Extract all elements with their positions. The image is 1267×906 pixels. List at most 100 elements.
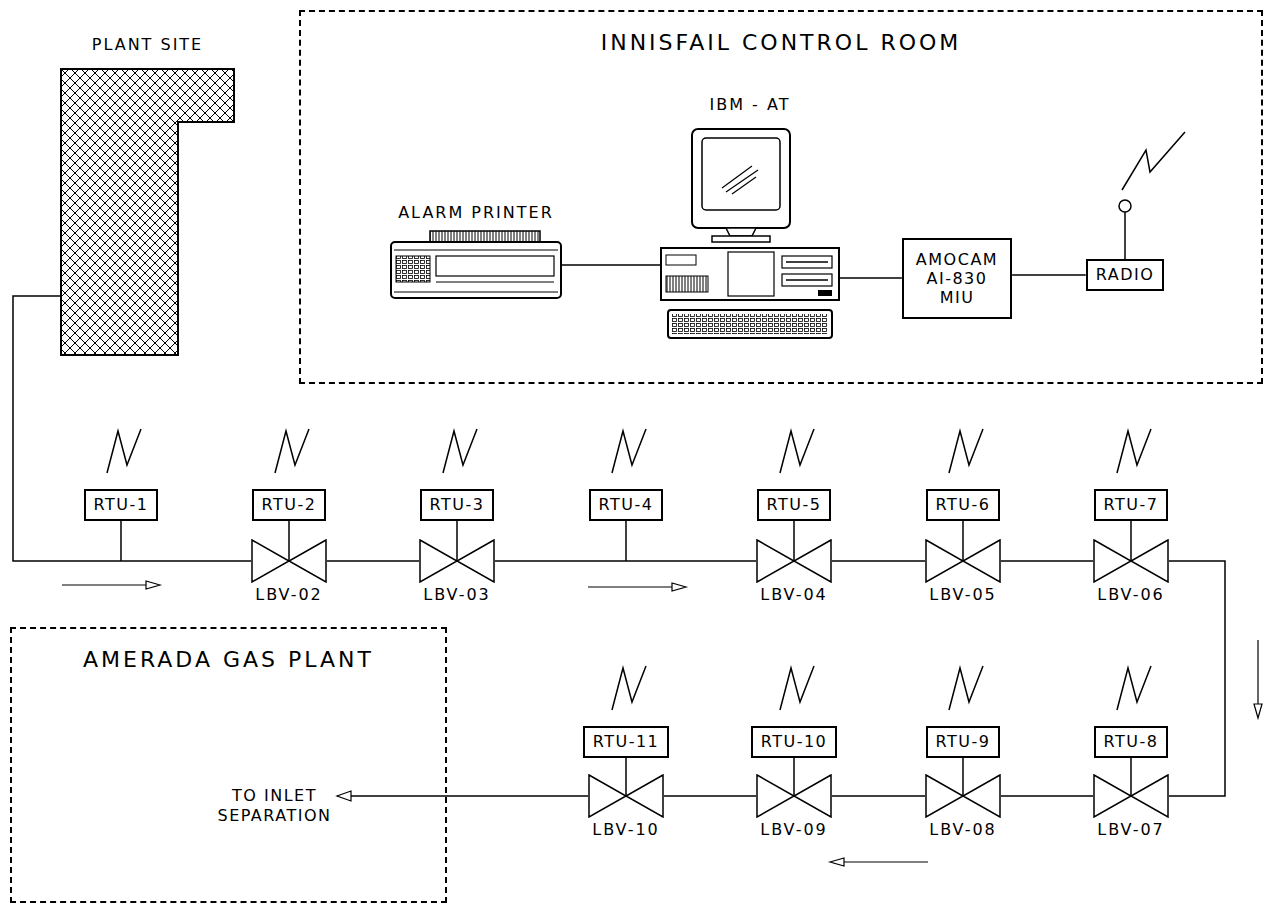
node-label: AMERADA GAS PLANT [12, 647, 445, 673]
pipe-connector [794, 521, 795, 539]
site-shape: PLANT SITE [55, 35, 240, 360]
pipe-connector [664, 796, 756, 797]
computer-icon-art [660, 128, 840, 340]
pipe-connector [832, 561, 925, 562]
node-label: RTU-8 [1104, 732, 1159, 752]
node-label: AMOCAM AI-830 MIU [916, 250, 998, 307]
node-label: LBV-02 [249, 585, 329, 605]
pipe-connector [1012, 275, 1086, 276]
destination-label: TO INLET SEPARATION [212, 786, 337, 826]
node-label: IBM - AT [655, 95, 845, 115]
radio-symbol [1117, 429, 1151, 473]
device-box: RTU-10 [751, 726, 838, 758]
device-box: RTU-4 [589, 489, 664, 521]
connector-line [793, 521, 795, 539]
device-box: RTU-8 [1094, 726, 1169, 758]
radio-symbol [780, 429, 814, 473]
node-label: RTU-7 [1104, 495, 1159, 515]
node-label: LBV-10 [586, 820, 666, 840]
connector-line [840, 277, 902, 279]
node-label: LBV-04 [754, 585, 834, 605]
device-box: AMOCAM AI-830 MIU [902, 238, 1012, 319]
node-label: RTU-1 [94, 495, 149, 515]
radio-symbol [443, 429, 477, 473]
connector-line [962, 521, 964, 539]
node-label: LBV-07 [1091, 820, 1171, 840]
node-label: TO INLET SEPARATION [212, 786, 337, 826]
connector-line [1001, 795, 1093, 797]
node-label: ALARM PRINTER [388, 203, 564, 223]
device-box: RTU-9 [926, 726, 1001, 758]
valve-symbol: LBV-07 [1091, 774, 1171, 840]
device-box: RTU-1 [84, 489, 159, 521]
rtu-tap [120, 521, 122, 561]
pipe-connector [1131, 758, 1132, 774]
radio-symbol [1117, 666, 1151, 710]
connector-line [1012, 274, 1086, 276]
pipe-connector [1001, 796, 1093, 797]
connector-line [832, 560, 925, 562]
valve-symbol: LBV-02 [249, 539, 329, 605]
radio-symbol [107, 429, 141, 473]
node-label: PLANT SITE [55, 35, 240, 55]
valve-symbol-art [419, 539, 495, 583]
connector-line [562, 264, 660, 266]
connector-line [664, 795, 756, 797]
node-label: RTU-6 [936, 495, 991, 515]
connector-line [962, 758, 964, 774]
radio-symbol [780, 666, 814, 710]
connector-line [793, 758, 795, 774]
pipe-connector [832, 796, 925, 797]
pipe-connector [1131, 521, 1132, 539]
pipe-connector [337, 791, 588, 801]
device-box: RTU-2 [252, 489, 327, 521]
valve-symbol-art [925, 774, 1001, 818]
node-label: LBV-05 [923, 585, 1003, 605]
valve-symbol-art [588, 774, 664, 818]
device-box: RTU-7 [1094, 489, 1169, 521]
valve-symbol-art [756, 539, 832, 583]
valve-symbol: LBV-09 [754, 774, 834, 840]
valve-symbol: LBV-03 [417, 539, 497, 605]
connector-line [1169, 561, 1225, 796]
pipe-connector [794, 758, 795, 774]
node-label: RTU-3 [430, 495, 485, 515]
printer-icon: ALARM PRINTER [388, 203, 564, 303]
node-label: LBV-03 [417, 585, 497, 605]
device-box: RTU-3 [420, 489, 495, 521]
region-box: INNISFAIL CONTROL ROOM ALARM PRINTER IBM -… [299, 10, 1263, 384]
radio-symbol [949, 666, 983, 710]
connector-line [625, 758, 627, 774]
connector-line [1001, 560, 1093, 562]
valve-symbol: LBV-05 [923, 539, 1003, 605]
device-box: RTU-5 [757, 489, 832, 521]
valve-symbol-art [925, 539, 1001, 583]
pipe-connector [626, 758, 627, 774]
connector-line [1130, 758, 1132, 774]
connector-line [456, 521, 458, 539]
connector-line [832, 795, 925, 797]
radio-symbol [949, 429, 983, 473]
valve-symbol: LBV-06 [1091, 539, 1171, 605]
computer-icon: IBM - AT [655, 95, 845, 345]
node-label: RTU-5 [767, 495, 822, 515]
node-label: RTU-11 [593, 732, 660, 752]
node-label: RTU-4 [599, 495, 654, 515]
valve-symbol: LBV-04 [754, 539, 834, 605]
rtu-tap [625, 521, 627, 561]
pipe-connector [1169, 561, 1225, 796]
node-label: LBV-06 [1091, 585, 1171, 605]
region-box: AMERADA GAS PLANT TO INLET SEPARATION [10, 627, 447, 903]
valve-symbol-art [251, 539, 327, 583]
pipe-connector [289, 521, 290, 539]
printer-icon-art [390, 230, 562, 300]
valve-symbol: LBV-10 [586, 774, 666, 840]
radio-symbol [612, 666, 646, 710]
valve-symbol-art [1093, 774, 1169, 818]
connector-line [1130, 521, 1132, 539]
node-label: INNISFAIL CONTROL ROOM [301, 30, 1261, 56]
radio-symbol [612, 429, 646, 473]
valve-symbol-art [1093, 539, 1169, 583]
pipe-connector [1001, 561, 1093, 562]
